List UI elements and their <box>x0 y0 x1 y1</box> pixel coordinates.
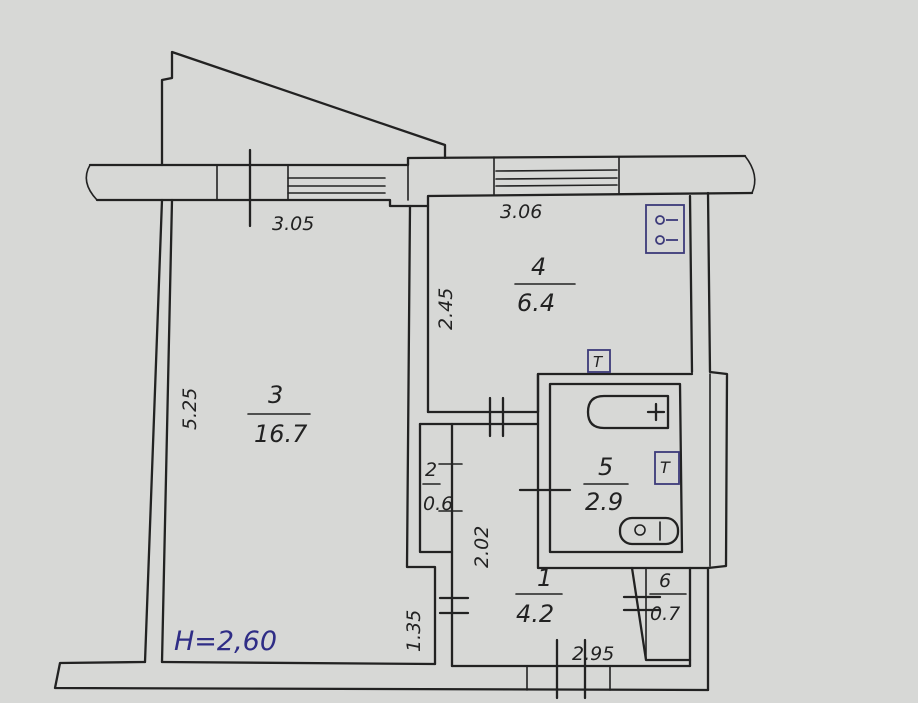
riser-icon: T <box>587 349 611 373</box>
bottom-wall <box>53 638 710 700</box>
room-2-label: 2 0.6 <box>422 459 453 515</box>
dimension-entry-width: 1.35 <box>403 610 425 652</box>
svg-text:6: 6 <box>659 570 671 592</box>
svg-text:1: 1 <box>537 564 552 592</box>
left-exterior-wall <box>143 198 174 664</box>
svg-text:4.2: 4.2 <box>516 600 554 628</box>
water-heater-icon: T <box>654 451 680 485</box>
ceiling-height-note: H=2,60 <box>174 626 277 657</box>
bathtub-icon <box>586 394 670 430</box>
dimension-room4-length: 2.45 <box>435 288 457 330</box>
svg-text:2: 2 <box>425 459 437 481</box>
svg-text:T: T <box>660 458 671 477</box>
room-3-label: 3 16.7 <box>247 381 311 448</box>
svg-text:3: 3 <box>268 381 283 409</box>
svg-text:16.7: 16.7 <box>254 420 308 448</box>
svg-text:0.6: 0.6 <box>423 493 453 515</box>
svg-text:6.4: 6.4 <box>517 289 555 317</box>
dimension-room3-length: 5.25 <box>179 388 201 430</box>
room-1-label: 1 4.2 <box>515 564 563 628</box>
interior-walls <box>405 204 711 668</box>
svg-text:4: 4 <box>531 253 546 281</box>
room-4-label: 4 6.4 <box>514 253 576 317</box>
window-room-4 <box>495 169 618 187</box>
window-room-3 <box>287 165 386 201</box>
svg-text:5: 5 <box>598 453 613 481</box>
right-exterior-wall <box>688 191 729 692</box>
room-6-label: 6 0.7 <box>649 570 687 625</box>
svg-text:2.9: 2.9 <box>585 488 623 516</box>
balcony <box>160 50 447 167</box>
dimension-hall-bottom: 2.95 <box>572 643 614 665</box>
door-markers <box>438 396 662 615</box>
room-5-label: 5 2.9 <box>583 453 629 516</box>
top-exterior-wall <box>85 154 756 208</box>
svg-text:0.7: 0.7 <box>650 603 680 625</box>
stove-icon <box>645 204 685 254</box>
dimension-room3-width: 3.05 <box>272 213 314 235</box>
dimension-hall-length: 2.02 <box>471 526 493 568</box>
svg-text:T: T <box>593 353 604 371</box>
sink-icon <box>618 516 680 546</box>
dimension-room4-width: 3.06 <box>500 201 542 223</box>
